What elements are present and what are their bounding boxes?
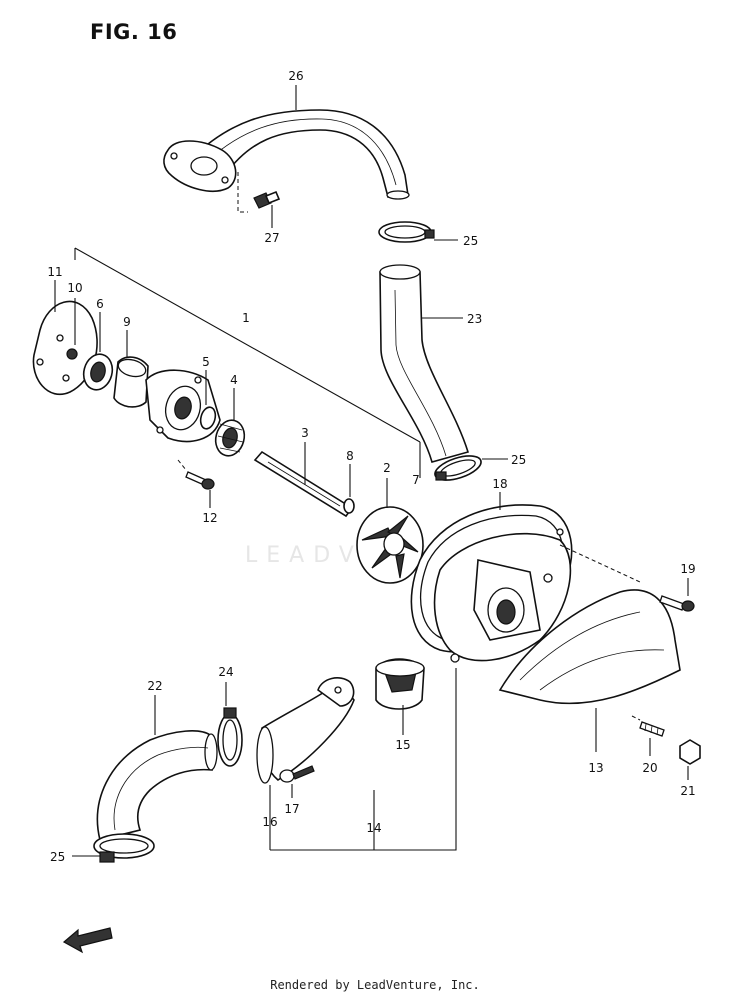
callout-12: 12 — [202, 511, 217, 525]
callout-13: 13 — [588, 761, 603, 775]
part-9-seal — [113, 356, 149, 408]
callout-2: 2 — [383, 461, 391, 475]
part-17-bolt — [279, 765, 315, 783]
part-15-thermostat — [375, 658, 425, 710]
callout-21: 21 — [680, 784, 695, 798]
leader-26-dash — [237, 172, 248, 213]
part-13-cover — [498, 589, 681, 705]
callout-19: 19 — [680, 562, 695, 576]
part-11-plate — [32, 300, 98, 395]
figure-title: FIG. 16 — [90, 20, 178, 44]
callout-22: 22 — [147, 679, 162, 693]
part-14-housing — [433, 528, 572, 663]
callout-3: 3 — [301, 426, 309, 440]
callout-26: 26 — [288, 69, 303, 83]
callout-20: 20 — [642, 761, 657, 775]
part-4-mech-seal — [214, 419, 246, 457]
part-12-screw — [185, 471, 215, 490]
part-22-elbow-hose — [96, 730, 218, 841]
callout-7: 7 — [412, 473, 420, 487]
callout-1: 1 — [242, 311, 250, 325]
part-2-impeller — [356, 506, 424, 584]
part-24-clamp — [217, 707, 243, 767]
callout-25-middle: 25 — [511, 453, 526, 467]
callout-16: 16 — [262, 815, 277, 829]
callout-8: 8 — [346, 449, 354, 463]
leader-14-bracket — [270, 668, 457, 851]
footer-credit: Rendered by LeadVenture, Inc. — [270, 978, 480, 992]
callout-6: 6 — [96, 297, 104, 311]
callout-9: 9 — [123, 315, 131, 329]
part-8-washer — [343, 498, 355, 514]
part-25-lower-clamp — [93, 833, 155, 863]
callout-27: 27 — [264, 231, 279, 245]
callout-5: 5 — [202, 355, 210, 369]
part-5-ring — [199, 406, 217, 430]
callout-10: 10 — [67, 281, 82, 295]
callout-24: 24 — [218, 665, 233, 679]
part-3-shaft — [253, 450, 354, 518]
part-27-bolt — [253, 190, 281, 209]
callout-25-upper: 25 — [463, 234, 478, 248]
leader-12-dash — [177, 459, 187, 471]
part-20-stud — [639, 721, 665, 737]
callout-17: 17 — [284, 802, 299, 816]
callout-15: 15 — [395, 738, 410, 752]
part-19-bolt — [659, 595, 695, 612]
callout-25-lower: 25 — [50, 850, 65, 864]
front-direction-arrow-icon — [62, 927, 113, 954]
part-6-bearing — [82, 353, 114, 391]
leader-19-dash — [559, 544, 641, 583]
part-25-upper-clamp — [378, 221, 435, 243]
part-21-nut — [679, 739, 701, 765]
part-pump-body — [145, 369, 221, 443]
part-16-outlet-pipe — [256, 677, 355, 784]
callout-4: 4 — [230, 373, 238, 387]
part-26-hose-pipe — [163, 109, 410, 200]
callout-18: 18 — [492, 477, 507, 491]
callout-14: 14 — [366, 821, 381, 835]
callout-23: 23 — [467, 312, 482, 326]
part-25-middle-clamp — [434, 455, 482, 481]
leader-1-bracket — [74, 247, 421, 443]
callout-11: 11 — [47, 265, 62, 279]
part-23-hose — [379, 264, 470, 463]
leader-20-dash — [631, 715, 641, 721]
